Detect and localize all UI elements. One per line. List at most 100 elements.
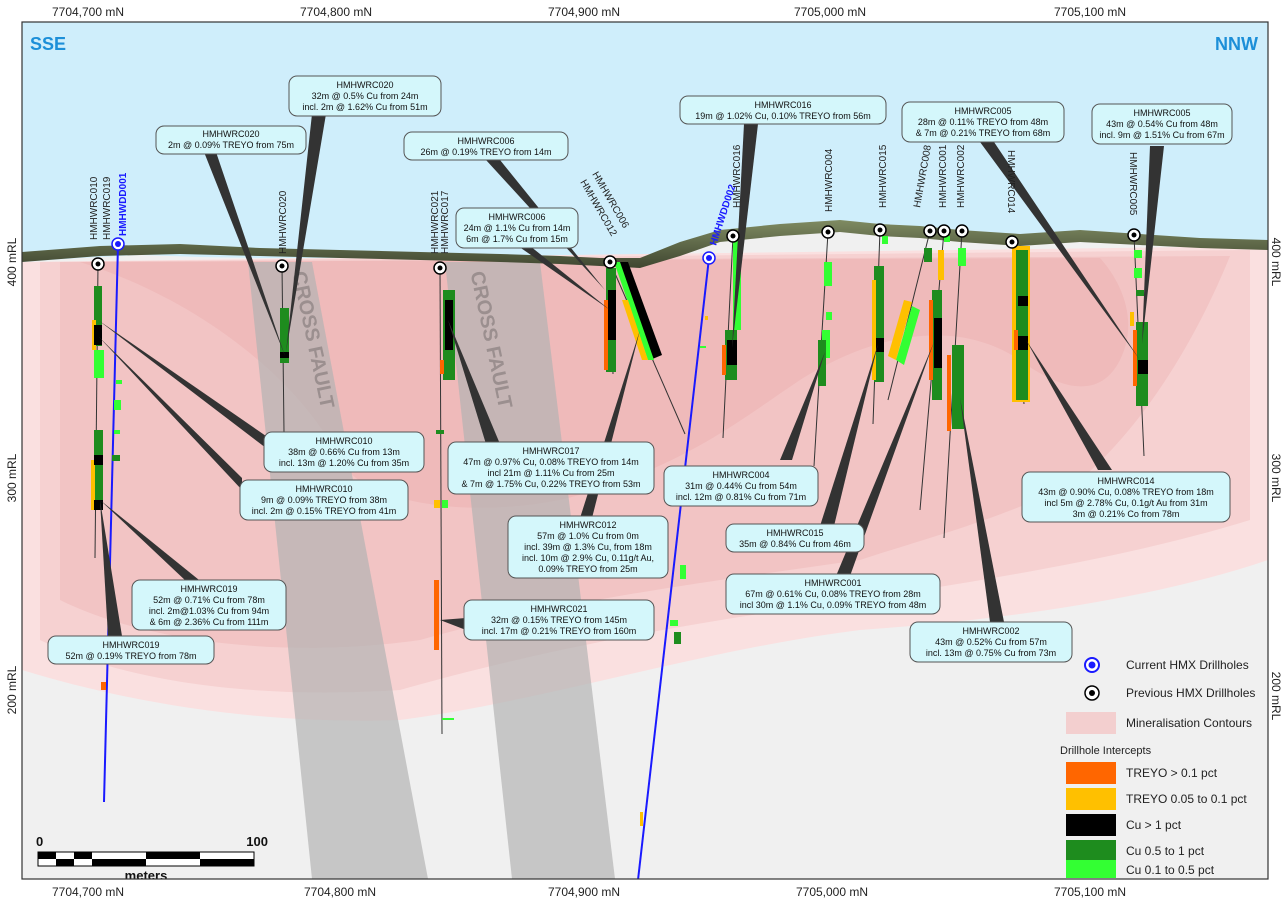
intercept-cu-low bbox=[442, 718, 454, 720]
previous-drillhole-marker bbox=[1005, 235, 1019, 249]
intercept-cu-low bbox=[94, 350, 104, 378]
intercept-cu-low bbox=[116, 380, 122, 384]
intercept-cu-low bbox=[1134, 268, 1142, 278]
intercept-callout: HMHWRC005 28m @ 0.11% TREYO from 48m & 7… bbox=[901, 101, 1065, 143]
intercept-cu-low bbox=[670, 620, 678, 626]
svg-text:31m @ 0.44% Cu from 54m: 31m @ 0.44% Cu from 54m bbox=[685, 481, 797, 491]
intercept-cu-med bbox=[1016, 250, 1028, 400]
callout-pointer bbox=[836, 342, 934, 576]
callout-pointer bbox=[98, 336, 242, 490]
legend-label: Cu 0.5 to 1 pct bbox=[1126, 844, 1205, 858]
callout-pointer bbox=[448, 320, 500, 444]
drillhole-label: HMHWRC014 bbox=[1005, 150, 1016, 214]
svg-text:52m @ 0.19% TREYO from 78m: 52m @ 0.19% TREYO from 78m bbox=[65, 651, 196, 661]
intercept-cu-high bbox=[1138, 360, 1148, 374]
map-border bbox=[21, 21, 1269, 880]
intercept-cu-high bbox=[445, 300, 453, 350]
drillhole-label-current: HMHWDD001 bbox=[118, 172, 129, 236]
intercept-treyo-mid bbox=[938, 250, 944, 280]
intercept-cu-med bbox=[94, 286, 102, 346]
drillhole-trace bbox=[887, 230, 931, 401]
orientation-left: SSE bbox=[30, 34, 66, 54]
intercept-cu-low bbox=[114, 400, 121, 410]
legend-label: TREYO 0.05 to 0.1 pct bbox=[1126, 792, 1247, 806]
legend-intercept-item: TREYO 0.05 to 0.1 pct bbox=[1066, 788, 1247, 810]
callout-pointer bbox=[980, 142, 1140, 360]
rl-label: 200 mRL bbox=[5, 665, 19, 714]
intercept-callout: HMHWRC019 52m @ 0.19% TREYO from 78m bbox=[47, 635, 215, 665]
legend-label: Previous HMX Drillholes bbox=[1126, 686, 1255, 700]
callouts: HMHWRC020 32m @ 0.5% Cu from 24m incl. 2… bbox=[47, 75, 1233, 665]
intercept-cu-med bbox=[674, 632, 681, 644]
drillhole-label: HMHWRC019 bbox=[102, 176, 113, 240]
intercept-cu-high bbox=[1018, 296, 1028, 306]
drillhole-trace bbox=[439, 267, 443, 735]
intercept-callout: HMHWRC006 26m @ 0.19% TREYO from 14m bbox=[403, 131, 569, 161]
svg-text:HMHWRC019: HMHWRC019 bbox=[102, 640, 159, 650]
svg-text:incl 21m @ 1.11% Cu from 25m: incl 21m @ 1.11% Cu from 25m bbox=[487, 468, 614, 478]
intercept-callout: HMHWRC006 24m @ 1.1% Cu from 14m 6m @ 1.… bbox=[455, 207, 579, 249]
legend-previous-drillholes: Previous HMX Drillholes bbox=[1084, 685, 1255, 701]
drillhole-label: HMHWRC005 bbox=[1127, 152, 1138, 216]
northing-label: 7704,900 mN bbox=[548, 5, 620, 19]
callout-pointer bbox=[780, 352, 825, 460]
svg-text:HMHWRC020: HMHWRC020 bbox=[202, 129, 259, 139]
scale-bar: 0 100 meters bbox=[36, 834, 268, 879]
legend-intercepts-title: Drillhole Intercepts bbox=[1060, 745, 1152, 757]
svg-text:HMHWRC016: HMHWRC016 bbox=[754, 100, 811, 110]
callout-pointer bbox=[204, 152, 285, 356]
callout-pointer bbox=[286, 114, 326, 352]
svg-text:0.09% TREYO from 25m: 0.09% TREYO from 25m bbox=[538, 564, 637, 574]
drillhole-intercepts bbox=[91, 236, 1148, 826]
intercept-treyo-high bbox=[947, 355, 951, 431]
intercept-treyo-high bbox=[929, 300, 933, 380]
current-drillhole-marker bbox=[111, 237, 125, 251]
intercept-cu-low bbox=[614, 262, 654, 360]
svg-text:47m @ 0.97% Cu, 0.08% TREYO fr: 47m @ 0.97% Cu, 0.08% TREYO from 14m bbox=[463, 457, 639, 467]
intercept-callout: HMHWRC002 43m @ 0.52% Cu from 57m incl. … bbox=[909, 621, 1073, 663]
rl-axis-left: 400 mRL 300 mRL 200 mRL bbox=[5, 237, 19, 714]
legend-swatch bbox=[1066, 788, 1116, 810]
northing-label: 7705,100 mN bbox=[1054, 885, 1126, 899]
legend-swatch bbox=[1066, 860, 1116, 878]
intercept-callout: HMHWRC017 47m @ 0.97% Cu, 0.08% TREYO fr… bbox=[447, 441, 655, 495]
intercept-cu-high bbox=[876, 338, 884, 352]
intercept-cu-low bbox=[958, 248, 966, 266]
svg-text:HMHWRC010: HMHWRC010 bbox=[295, 484, 352, 494]
intercept-treyo-mid bbox=[1130, 312, 1134, 326]
svg-text:HMHWRC001: HMHWRC001 bbox=[804, 578, 861, 588]
legend-intercept-item: Cu 0.5 to 1 pct bbox=[1066, 840, 1205, 862]
intercept-cu-low bbox=[882, 236, 888, 244]
scale-end: 100 bbox=[246, 834, 268, 849]
intercept-cu-med bbox=[1136, 290, 1144, 296]
intercept-cu-low bbox=[700, 346, 706, 348]
callout-pointer bbox=[820, 344, 878, 526]
legend-swatch bbox=[1066, 840, 1116, 862]
svg-text:incl. 17m @ 0.21% TREYO from 1: incl. 17m @ 0.21% TREYO from 160m bbox=[482, 626, 637, 636]
drillhole-label: HMHWRC020 bbox=[278, 190, 289, 254]
northing-label: 7704,700 mN bbox=[52, 885, 124, 899]
callout-pointer bbox=[960, 398, 1004, 622]
current-drillhole-marker bbox=[702, 251, 716, 265]
svg-text:3m @ 0.21% Co from 78m: 3m @ 0.21% Co from 78m bbox=[1073, 509, 1180, 519]
svg-text:32m @ 0.5% Cu from 24m: 32m @ 0.5% Cu from 24m bbox=[312, 91, 419, 101]
intercept-cu-low bbox=[442, 500, 448, 508]
drillhole-trace-current bbox=[637, 257, 710, 879]
svg-text:19m @ 1.02% Cu, 0.10% TREYO fr: 19m @ 1.02% Cu, 0.10% TREYO from 56m bbox=[695, 111, 871, 121]
legend-label: Current HMX Drillholes bbox=[1126, 658, 1249, 672]
intercept-treyo-high bbox=[434, 580, 439, 650]
legend-mineralisation: Mineralisation Contours bbox=[1066, 712, 1252, 734]
intercept-cu-low bbox=[680, 565, 686, 579]
intercept-callout: HMHWRC020 32m @ 0.5% Cu from 24m incl. 2… bbox=[288, 75, 442, 117]
intercept-cu-med bbox=[112, 455, 120, 461]
intercept-callout: HMHWRC012 57m @ 1.0% Cu from 0m incl. 39… bbox=[507, 515, 669, 579]
rl-label: 400 mRL bbox=[1269, 238, 1283, 287]
northing-label: 7705,000 mN bbox=[796, 885, 868, 899]
rl-label: 300 mRL bbox=[5, 453, 19, 502]
northing-axis-bottom: 7704,700 mN 7704,800 mN 7704,900 mN 7705… bbox=[52, 885, 1126, 899]
intercept-cu-med bbox=[436, 430, 444, 434]
intercept-treyo-high bbox=[440, 360, 444, 374]
previous-drillhole-marker bbox=[1127, 228, 1141, 242]
intercept-callout: HMHWRC005 43m @ 0.54% Cu from 48m incl. … bbox=[1091, 103, 1233, 145]
